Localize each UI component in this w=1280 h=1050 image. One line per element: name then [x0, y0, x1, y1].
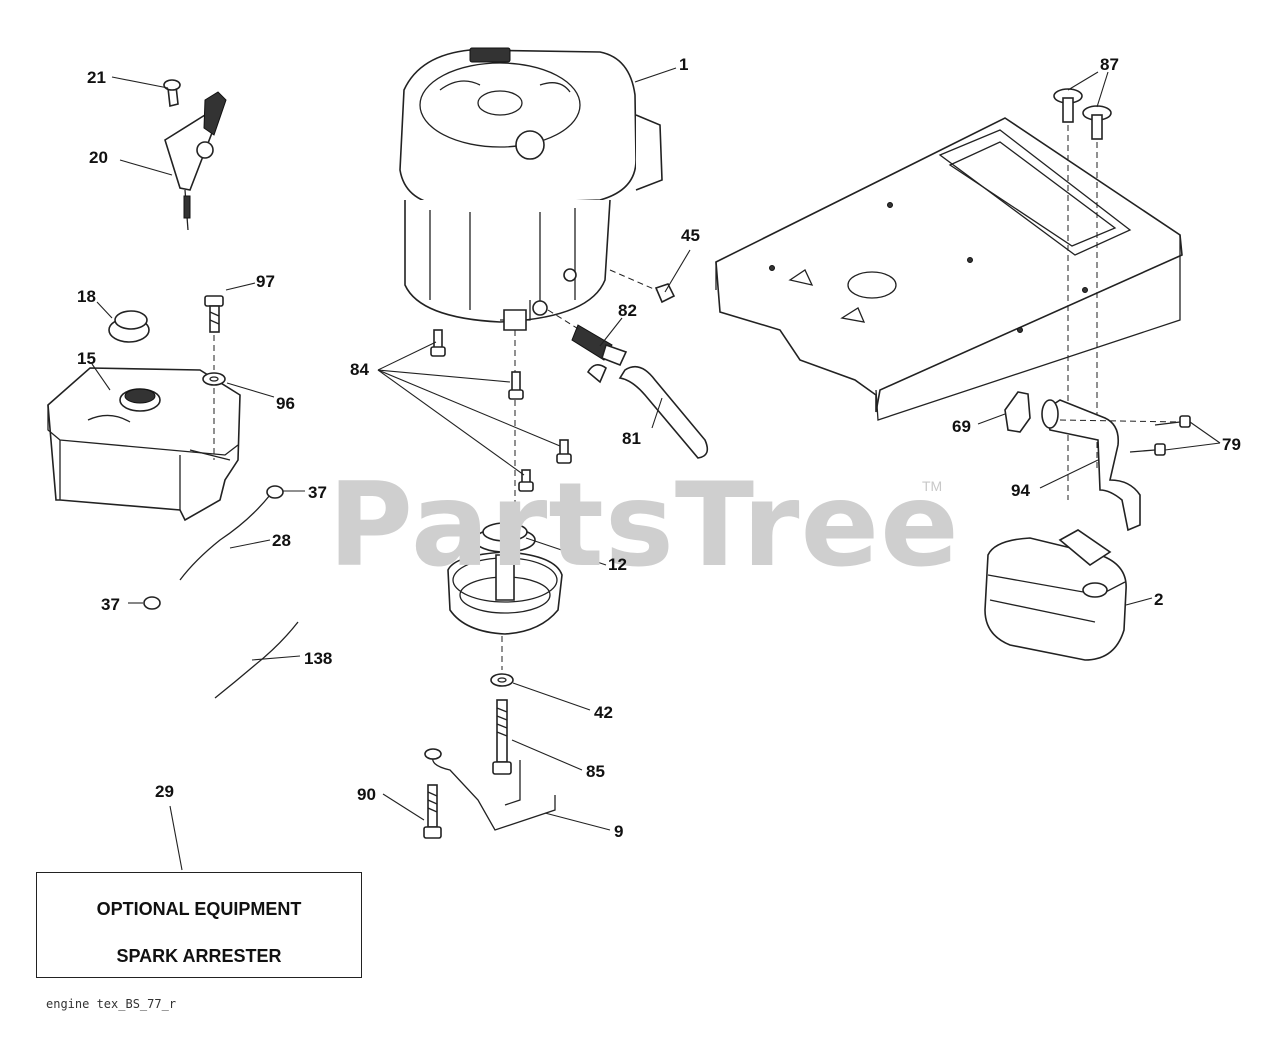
bolts-84-part[interactable] [430, 329, 572, 492]
callout-2[interactable]: 2 [1154, 590, 1164, 609]
washer-96-part[interactable] [202, 372, 226, 386]
callout-37-upper[interactable]: 37 [308, 483, 327, 502]
callout-90[interactable]: 90 [357, 785, 376, 804]
fitting-82-part[interactable] [571, 324, 628, 384]
optional-equipment-box[interactable]: OPTIONAL EQUIPMENT SPARK ARRESTER [36, 872, 362, 978]
pulley-part[interactable] [447, 522, 563, 635]
callout-81[interactable]: 81 [622, 429, 641, 448]
callout-15[interactable]: 15 [77, 349, 96, 368]
callout-9[interactable]: 9 [614, 822, 624, 841]
clamp-37-lower-part[interactable] [143, 596, 161, 610]
callout-29[interactable]: 29 [155, 782, 174, 801]
muffler-2-part[interactable] [984, 529, 1127, 661]
spark-arrester-label: SPARK ARRESTER [116, 946, 282, 966]
optional-equipment-label: OPTIONAL EQUIPMENT [96, 899, 302, 919]
bolt-97-part[interactable] [204, 295, 224, 333]
clamp-37-upper-part[interactable] [266, 485, 284, 499]
callout-20[interactable]: 20 [89, 148, 108, 167]
bolt-85-part[interactable] [492, 699, 512, 775]
callout-1[interactable]: 1 [679, 55, 689, 74]
callout-96[interactable]: 96 [276, 394, 295, 413]
leader-lines [91, 67, 1221, 871]
hose-81-part[interactable] [618, 365, 709, 459]
nut-45-part[interactable] [654, 283, 676, 304]
fuel-line-28-part[interactable] [179, 494, 271, 581]
bolts-87-part[interactable] [1053, 88, 1112, 140]
callout-45[interactable]: 45 [681, 226, 700, 245]
washer-42-part[interactable] [490, 673, 514, 687]
callout-82[interactable]: 82 [618, 301, 637, 320]
callout-79[interactable]: 79 [1222, 435, 1241, 454]
callout-18[interactable]: 18 [77, 287, 96, 306]
trademark-mark: TM [922, 478, 943, 494]
callout-21[interactable]: 21 [87, 68, 106, 87]
callout-84[interactable]: 84 [350, 360, 369, 379]
callout-97[interactable]: 97 [256, 272, 275, 291]
fuel-tank-part[interactable] [47, 367, 241, 522]
crankshaft-part [503, 309, 527, 520]
partstree-watermark: PartsTree [328, 458, 960, 593]
callout-28[interactable]: 28 [272, 531, 291, 550]
callout-85[interactable]: 85 [586, 762, 605, 781]
fuel-cap-part[interactable] [108, 310, 150, 343]
callout-138[interactable]: 138 [304, 649, 333, 668]
gasket-69-part[interactable] [1004, 391, 1031, 433]
engine-part[interactable] [399, 47, 663, 323]
callout-87[interactable]: 87 [1100, 55, 1119, 74]
callout-69[interactable]: 69 [952, 417, 971, 436]
bolt-90-part[interactable] [423, 784, 442, 839]
hose-138-part[interactable] [214, 621, 299, 699]
throttle-control-part[interactable] [163, 79, 227, 231]
exhaust-pipe-94-part[interactable] [1044, 399, 1141, 532]
callout-94[interactable]: 94 [1011, 481, 1030, 500]
chassis-frame-part [715, 117, 1183, 421]
callout-37-lower[interactable]: 37 [101, 595, 120, 614]
callout-42[interactable]: 42 [594, 703, 613, 722]
callout-12[interactable]: 12 [608, 555, 627, 574]
diagram-code: engine tex_BS_77_r [46, 997, 177, 1011]
